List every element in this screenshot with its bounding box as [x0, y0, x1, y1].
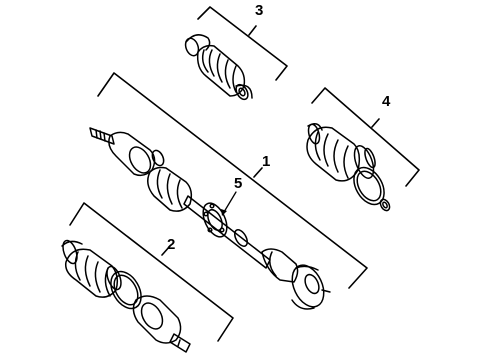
bracket-part-2	[69, 202, 234, 342]
leader-line-5	[223, 191, 237, 213]
callout-1: 1	[262, 153, 270, 170]
callout-4: 4	[382, 93, 391, 110]
boot-kit-part-4	[306, 123, 391, 212]
boot-joint-kit-part-2	[61, 239, 191, 353]
bracket-part-4	[311, 87, 420, 187]
bracket-part-3	[197, 6, 288, 81]
bracket-part-1	[97, 72, 368, 289]
callout-3: 3	[255, 2, 263, 19]
axle-assembly-part-1	[89, 127, 331, 310]
callout-5: 5	[234, 175, 242, 192]
boot-kit-part-3	[184, 34, 253, 101]
callout-2: 2	[167, 236, 175, 253]
